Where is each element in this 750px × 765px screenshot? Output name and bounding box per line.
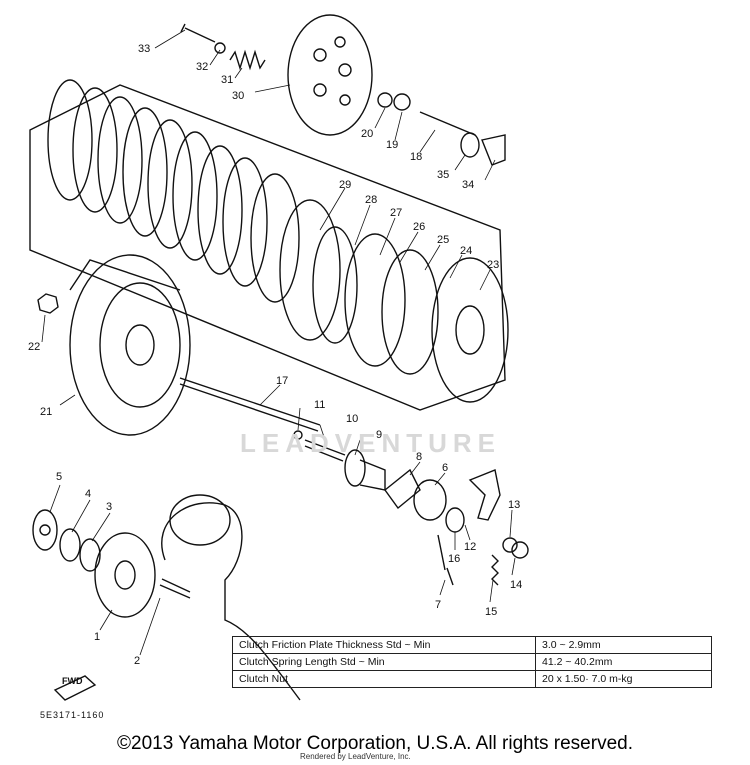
callout-33: 33 bbox=[138, 43, 150, 55]
clutch-spring bbox=[229, 49, 266, 71]
table-row: Clutch Friction Plate Thickness Std ~ Mi… bbox=[232, 636, 712, 654]
callout-19: 19 bbox=[386, 139, 398, 151]
callout-18: 18 bbox=[410, 151, 422, 163]
callout-31: 31 bbox=[221, 74, 233, 86]
spec-value: 41.2 ~ 40.2mm bbox=[535, 653, 712, 671]
callout-26: 26 bbox=[413, 221, 425, 233]
callout-34: 34 bbox=[462, 179, 474, 191]
callout-20: 20 bbox=[361, 128, 373, 140]
spec-item: Clutch Nut bbox=[232, 670, 536, 688]
callout-2: 2 bbox=[134, 655, 140, 667]
clutch-boss bbox=[431, 257, 509, 403]
callout-13: 13 bbox=[508, 499, 520, 511]
callout-30: 30 bbox=[232, 90, 244, 102]
callout-1: 1 bbox=[94, 631, 100, 643]
spec-value: 20 x 1.50· 7.0 m-kg bbox=[535, 670, 712, 688]
spec-value: 3.0 ~ 2.9mm bbox=[535, 636, 712, 654]
clutch-bolt bbox=[180, 23, 216, 43]
clutch-housing bbox=[69, 254, 191, 436]
callout-24: 24 bbox=[460, 245, 472, 257]
callout-3: 3 bbox=[106, 501, 112, 513]
callout-7: 7 bbox=[435, 599, 441, 611]
spec-item: Clutch Spring Length Std ~ Min bbox=[232, 653, 536, 671]
plate-stack-outline bbox=[29, 84, 506, 411]
callout-10: 10 bbox=[346, 413, 358, 425]
callout-22: 22 bbox=[28, 341, 40, 353]
oil-seal-plate bbox=[384, 468, 421, 510]
callout-17: 17 bbox=[276, 375, 288, 387]
rendered-by: Rendered by LeadVenture, Inc. bbox=[300, 752, 411, 761]
spec-table: Clutch Friction Plate Thickness Std ~ Mi… bbox=[232, 636, 712, 688]
callout-25: 25 bbox=[437, 234, 449, 246]
callout-12: 12 bbox=[464, 541, 476, 553]
clutch-lever bbox=[468, 469, 501, 521]
callout-28: 28 bbox=[365, 194, 377, 206]
callout-23: 23 bbox=[487, 259, 499, 271]
watermark: LEADVENTURE bbox=[240, 428, 502, 458]
callout-32: 32 bbox=[196, 61, 208, 73]
callout-6: 6 bbox=[442, 462, 448, 474]
spec-item: Clutch Friction Plate Thickness Std ~ Mi… bbox=[232, 636, 536, 654]
callout-5: 5 bbox=[56, 471, 62, 483]
callout-27: 27 bbox=[390, 207, 402, 219]
table-row: Clutch Nut 20 x 1.50· 7.0 m-kg bbox=[232, 670, 712, 688]
callout-8: 8 bbox=[416, 451, 422, 463]
callout-4: 4 bbox=[85, 488, 91, 500]
callout-21: 21 bbox=[40, 406, 52, 418]
copyright-notice: ©2013 Yamaha Motor Corporation, U.S.A. A… bbox=[117, 733, 633, 754]
callout-15: 15 bbox=[485, 606, 497, 618]
callout-labels: 33 32 31 30 20 19 18 35 34 29 28 27 26 2… bbox=[28, 43, 522, 667]
callout-29: 29 bbox=[339, 179, 351, 191]
table-row: Clutch Spring Length Std ~ Min 41.2 ~ 40… bbox=[232, 653, 712, 671]
callout-9: 9 bbox=[376, 429, 382, 441]
part-number: 5E3171-1160 bbox=[40, 710, 105, 720]
fwd-arrow bbox=[53, 675, 97, 701]
pressure-plate bbox=[287, 14, 373, 136]
callout-16: 16 bbox=[448, 553, 460, 565]
callout-11: 11 bbox=[314, 399, 325, 411]
kick-gear bbox=[32, 509, 156, 618]
push-rod bbox=[179, 377, 321, 432]
friction-plates bbox=[47, 79, 300, 303]
clutch-discs bbox=[279, 199, 439, 375]
callout-35: 35 bbox=[437, 169, 449, 181]
hex-nut bbox=[37, 293, 59, 314]
fwd-label: FWD bbox=[62, 676, 83, 686]
callout-14: 14 bbox=[510, 579, 522, 591]
